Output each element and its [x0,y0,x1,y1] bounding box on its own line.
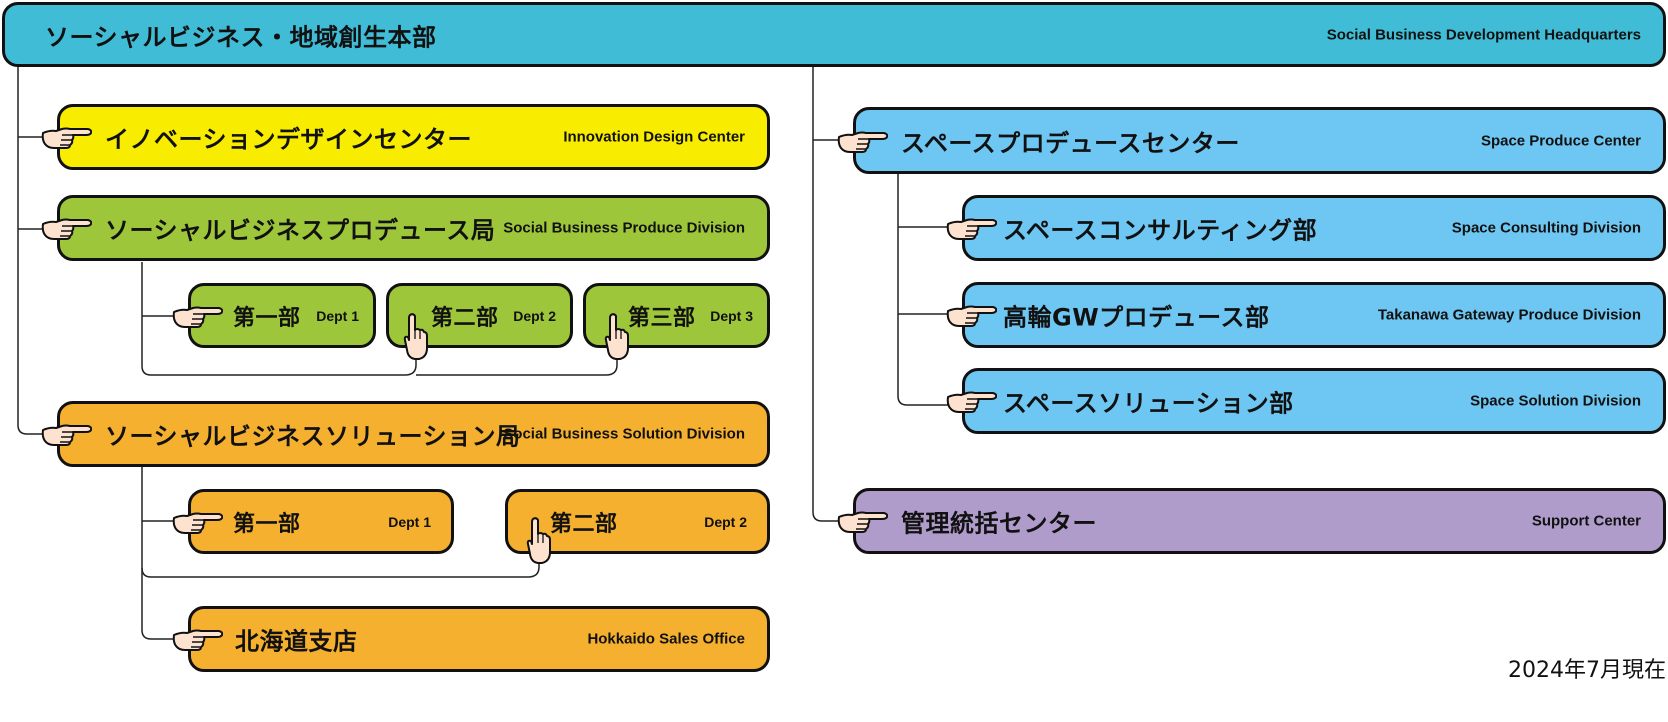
hokkaido-office-title: 北海道支店 [235,627,358,656]
support-center-title: 管理統括センター [901,509,1097,538]
pointing-hand-icon [836,125,888,157]
headquarters-title-en: Social Business Development Headquarters [1326,26,1641,43]
pointing-up-hand-icon [403,312,429,362]
solution-dept-1-box: 第一部 Dept 1 [172,489,454,554]
space-consulting-division-title-en: Space Consulting Division [1451,219,1641,237]
produce-dept-3-title-en: Dept 3 [710,307,753,324]
produce-division-title: ソーシャルビジネスプロデュース局 [105,216,496,245]
space-consulting-division-box: スペースコンサルティング部 Space Consulting Division [946,195,1666,261]
pointing-hand-icon [945,212,997,244]
pointing-hand-icon [836,505,888,537]
support-center-title-en: Support Center [1531,512,1641,530]
pointing-hand-icon [171,623,223,655]
space-consulting-division-title: スペースコンサルティング部 [1003,216,1318,245]
headquarters-title: ソーシャルビジネス・地域創生本部 [45,23,437,51]
produce-dept-2-title-en: Dept 2 [513,307,556,324]
space-produce-center-box: スペースプロデュースセンター Space Produce Center [837,107,1666,174]
solution-dept-2-title: 第二部 [550,511,618,537]
produce-dept-3-title: 第三部 [628,305,696,331]
solution-division-box: ソーシャルビジネスソリューション局 Social Business Soluti… [41,401,770,467]
headquarters-box: ソーシャルビジネス・地域創生本部 Social Business Develop… [2,2,1666,67]
produce-dept-1-box: 第一部 Dept 1 [172,283,376,348]
produce-dept-2-title: 第二部 [431,305,499,331]
as-of-date-note: 2024年7月現在 [1508,658,1666,683]
solution-dept-1-title: 第一部 [233,511,301,537]
solution-dept-2-title-en: Dept 2 [704,513,747,530]
takanawa-division-title: 高輪GWプロデュース部 [1003,303,1270,332]
solution-division-title-en: Social Business Solution Division [503,425,745,443]
pointing-hand-icon [945,385,997,417]
space-solution-division-title: スペースソリューション部 [1003,389,1294,418]
pointing-hand-icon [945,299,997,331]
pointing-up-hand-icon [526,516,552,566]
produce-division-box: ソーシャルビジネスプロデュース局 Social Business Produce… [41,195,770,261]
solution-division-title: ソーシャルビジネスソリューション局 [105,422,521,451]
pointing-up-hand-icon [604,312,630,362]
produce-dept-1-title: 第一部 [233,305,301,331]
innovation-design-center-title-en: Innovation Design Center [563,128,745,146]
space-produce-center-title-en: Space Produce Center [1480,132,1641,149]
pointing-hand-icon [171,300,223,332]
space-produce-center-title: スペースプロデュースセンター [901,129,1240,157]
pointing-hand-icon [171,506,223,538]
space-solution-division-box: スペースソリューション部 Space Solution Division [946,368,1666,434]
produce-dept-1-title-en: Dept 1 [316,307,359,324]
solution-dept-1-title-en: Dept 1 [388,513,431,530]
support-center-box: 管理統括センター Support Center [837,488,1666,554]
pointing-hand-icon [40,121,92,153]
takanawa-division-title-en: Takanawa Gateway Produce Division [1377,306,1641,324]
hokkaido-office-title-en: Hokkaido Sales Office [587,630,745,648]
pointing-hand-icon [40,418,92,450]
produce-division-title-en: Social Business Produce Division [503,219,745,237]
produce-dept-3-box: 第三部 Dept 3 [583,283,770,348]
innovation-design-center-box: イノベーションデザインセンター Innovation Design Center [41,104,770,170]
space-solution-division-title-en: Space Solution Division [1470,392,1641,410]
innovation-design-center-title: イノベーションデザインセンター [105,125,473,154]
pointing-hand-icon [40,212,92,244]
hokkaido-office-box: 北海道支店 Hokkaido Sales Office [172,606,770,672]
takanawa-division-box: 高輪GWプロデュース部 Takanawa Gateway Produce Div… [946,282,1666,348]
